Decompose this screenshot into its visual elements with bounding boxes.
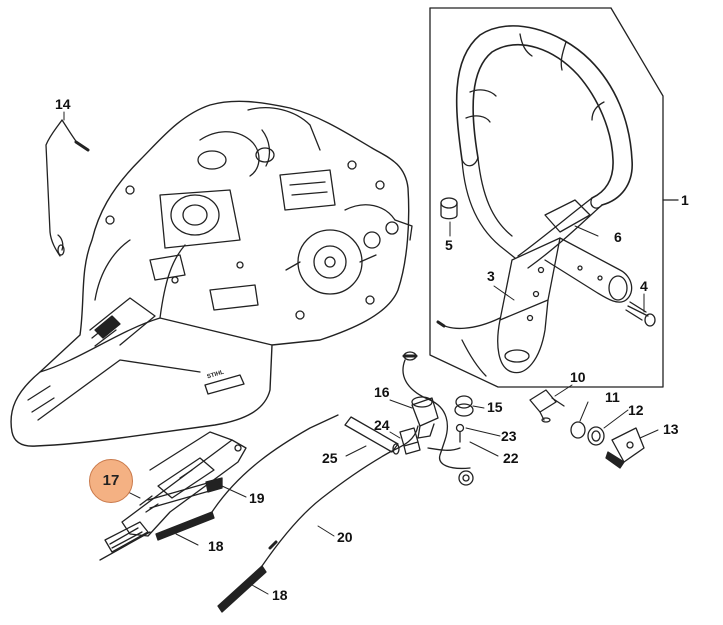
handlebar-tube (455, 25, 633, 374)
part-5-spacer (440, 197, 458, 220)
callout-5: 5 (445, 237, 453, 253)
callout-6: 6 (614, 229, 622, 245)
part-16-switch (411, 396, 439, 439)
part-20-cable (211, 414, 419, 567)
part-23-screw (455, 423, 465, 443)
callout-25: 25 (322, 450, 338, 466)
handlebar-frame (429, 7, 679, 388)
callout-17-highlighted[interactable]: 17 (89, 459, 133, 503)
callout-16: 16 (374, 384, 390, 400)
callout-19: 19 (249, 490, 265, 506)
part-25-sleeve (344, 416, 400, 455)
cable-wire (437, 317, 501, 377)
engine-housing (10, 100, 413, 447)
callout-18-lower: 18 (272, 587, 288, 603)
part-15-grommet (454, 395, 474, 417)
callout-23: 23 (501, 428, 517, 444)
callout-22: 22 (503, 450, 519, 466)
part-22-cable (402, 351, 474, 486)
part-10-fitting (529, 389, 565, 423)
part-4-screw (625, 301, 656, 327)
callout-20: 20 (337, 529, 353, 545)
part-14-cable (45, 119, 90, 257)
part-17-plate (99, 431, 247, 561)
callout-1: 1 (681, 192, 689, 208)
part-24-clip (399, 427, 421, 455)
callout-3: 3 (487, 268, 495, 284)
callout-13: 13 (663, 421, 679, 437)
leader-lines (63, 111, 659, 595)
callout-15: 15 (487, 399, 503, 415)
callout-18-upper: 18 (208, 538, 224, 554)
callout-4: 4 (640, 278, 648, 294)
callout-14: 14 (55, 96, 71, 112)
callout-12: 12 (628, 402, 644, 418)
callout-24: 24 (374, 417, 390, 433)
part-18-rods (155, 511, 267, 613)
callout-10: 10 (570, 369, 586, 385)
callout-11: 11 (605, 389, 620, 405)
part-13-cap (605, 427, 645, 469)
part-11-ring (570, 421, 586, 439)
part-12-nut (587, 426, 605, 446)
